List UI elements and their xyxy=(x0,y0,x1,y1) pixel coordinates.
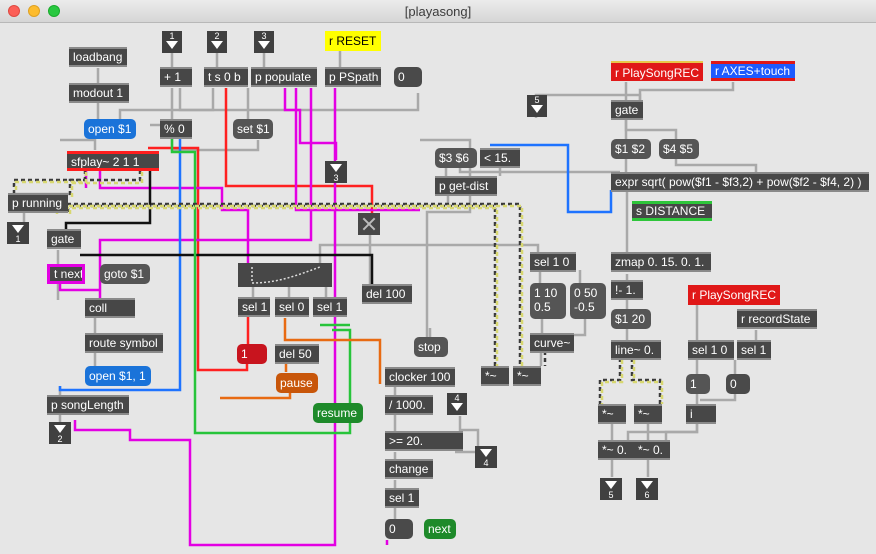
route-symbol-object[interactable]: route symbol xyxy=(85,333,163,353)
outlet-arrow-icon xyxy=(12,225,24,233)
reverse-minus-object[interactable]: !- 1. xyxy=(611,280,643,300)
zoom-button[interactable] xyxy=(48,5,60,17)
outlet-arrow-icon xyxy=(480,449,492,457)
open-one-message[interactable]: open $1, 1 xyxy=(85,366,151,386)
outlet-arrow-icon xyxy=(605,481,617,489)
number-box-bottom[interactable]: 0 xyxy=(385,519,413,539)
zero-c-message[interactable]: 0 xyxy=(726,374,750,394)
r-playsongrec2-object[interactable]: r PlaySongREC xyxy=(688,285,780,305)
greater-equal-object[interactable]: >= 20. xyxy=(385,431,463,451)
inlet-arrow-icon xyxy=(451,403,463,411)
sel-one-c-object[interactable]: sel 1 xyxy=(385,488,419,508)
t-next-object[interactable]: t next xyxy=(47,264,85,284)
inlet-1[interactable]: 1 xyxy=(162,31,182,53)
ramp-up-text: 1 10 0.5 xyxy=(534,286,558,314)
del-100-object[interactable]: del 100 xyxy=(362,284,412,304)
sfplay-object[interactable]: sfplay~ 2 1 1 xyxy=(67,151,159,171)
open-message[interactable]: open $1 xyxy=(84,119,136,139)
outlet-arrow-icon xyxy=(641,481,653,489)
divide-object[interactable]: / 1000. xyxy=(385,395,433,415)
sel-zero-object[interactable]: sel 0 xyxy=(275,297,309,317)
modulo-object[interactable]: % 0 xyxy=(160,119,192,139)
minimize-button[interactable] xyxy=(28,5,40,17)
less-than-object[interactable]: < 15. xyxy=(480,148,520,168)
one-message[interactable]: 1 xyxy=(237,344,267,364)
zmap-object[interactable]: zmap 0. 15. 0. 1. xyxy=(611,252,711,272)
d1-20-message[interactable]: $1 20 xyxy=(611,309,651,329)
close-button[interactable] xyxy=(8,5,20,17)
sel-one-b-object[interactable]: sel 1 xyxy=(313,297,347,317)
multiply-b-object[interactable]: *~ xyxy=(513,366,541,386)
toggle-x-icon[interactable] xyxy=(358,213,380,235)
outlet-3[interactable]: 3 xyxy=(325,161,347,183)
s-distance-object[interactable]: s DISTANCE xyxy=(632,201,712,221)
del-50-object[interactable]: del 50 xyxy=(275,344,319,364)
ramp-down-message[interactable]: 0 50 -0.5 xyxy=(570,283,606,319)
r-axes-touch-object[interactable]: r AXES+touch xyxy=(711,61,795,81)
clocker-object[interactable]: clocker 100 xyxy=(385,367,455,387)
title-bar: [playasong] xyxy=(0,0,876,23)
inlet-arrow-icon xyxy=(531,105,543,113)
sel-one-zero-object[interactable]: sel 1 0 xyxy=(530,252,576,272)
ramp-up-message[interactable]: 1 10 0.5 xyxy=(530,283,566,319)
p-populate-object[interactable]: p populate xyxy=(251,67,317,87)
curve-object[interactable]: curve~ xyxy=(530,333,574,353)
gate-routing-object[interactable] xyxy=(238,263,332,287)
coll-object[interactable]: coll xyxy=(85,298,135,318)
stop-message[interactable]: stop xyxy=(414,337,448,357)
sel-one-zero-b-object[interactable]: sel 1 0 xyxy=(688,340,734,360)
outlet-2[interactable]: 2 xyxy=(49,422,71,444)
pause-message[interactable]: pause xyxy=(276,373,318,393)
p-songlength-object[interactable]: p songLength xyxy=(47,395,129,415)
gate-right-object[interactable]: gate xyxy=(611,100,643,120)
modout-object[interactable]: modout 1 xyxy=(69,83,129,103)
ramp-down-text: 0 50 -0.5 xyxy=(574,286,598,314)
r-reset-object[interactable]: r RESET xyxy=(325,31,381,51)
sel-one-d-object[interactable]: sel 1 xyxy=(737,340,771,360)
window-title: [playasong] xyxy=(404,4,472,19)
sel-one-a-object[interactable]: sel 1 xyxy=(238,297,270,317)
multiply-e-object[interactable]: *~ 0. xyxy=(598,440,634,460)
inlet-arrow-icon xyxy=(211,41,223,49)
int-object[interactable]: i xyxy=(686,404,716,424)
outlet-1[interactable]: 1 xyxy=(7,222,29,244)
one-b-message[interactable]: 1 xyxy=(686,374,710,394)
r-playsongrec-object[interactable]: r PlaySongREC xyxy=(611,61,703,81)
inlet-arrow-icon xyxy=(258,41,270,49)
resume-message[interactable]: resume xyxy=(313,403,363,423)
outlet-arrow-icon xyxy=(330,164,342,172)
number-box-top[interactable]: 0 xyxy=(394,67,422,87)
d3-d6-message[interactable]: $3 $6 xyxy=(435,148,477,168)
next-message[interactable]: next xyxy=(424,519,456,539)
multiply-a-object[interactable]: *~ xyxy=(481,366,509,386)
p-pspath-object[interactable]: p PSpath xyxy=(325,67,381,87)
loadbang-object[interactable]: loadbang xyxy=(69,47,127,67)
multiply-f-object[interactable]: *~ 0. xyxy=(634,440,670,460)
multiply-c-object[interactable]: *~ xyxy=(598,404,626,424)
inlet-2[interactable]: 2 xyxy=(207,31,227,53)
plus-one-object[interactable]: + 1 xyxy=(160,67,192,87)
outlet-6[interactable]: 6 xyxy=(636,478,658,500)
d4-d5-message[interactable]: $4 $5 xyxy=(659,139,699,159)
goto-message[interactable]: goto $1 xyxy=(100,264,150,284)
d1-d2-message[interactable]: $1 $2 xyxy=(611,139,651,159)
set-message[interactable]: set $1 xyxy=(233,119,273,139)
r-recordstate-object[interactable]: r recordState xyxy=(737,309,817,329)
inlet-5[interactable]: 5 xyxy=(527,95,547,117)
outlet-5[interactable]: 5 xyxy=(600,478,622,500)
gate-curve-icon xyxy=(251,266,321,284)
p-get-dist-object[interactable]: p get-dist xyxy=(435,176,497,196)
inlet-4[interactable]: 4 xyxy=(447,393,467,415)
line-object[interactable]: line~ 0. xyxy=(611,340,661,360)
outlet-4[interactable]: 4 xyxy=(475,446,497,468)
inlet-arrow-icon xyxy=(166,41,178,49)
multiply-d-object[interactable]: *~ xyxy=(634,404,662,424)
p-running-object[interactable]: p running xyxy=(8,193,68,213)
change-object[interactable]: change xyxy=(385,459,433,479)
inlet-3[interactable]: 3 xyxy=(254,31,274,53)
expr-object[interactable]: expr sqrt( pow($f1 - $f3,2) + pow($f2 - … xyxy=(611,172,869,192)
trigger-object[interactable]: t s 0 b xyxy=(204,67,248,87)
gate-left-object[interactable]: gate xyxy=(47,229,81,249)
outlet-arrow-icon xyxy=(54,425,66,433)
